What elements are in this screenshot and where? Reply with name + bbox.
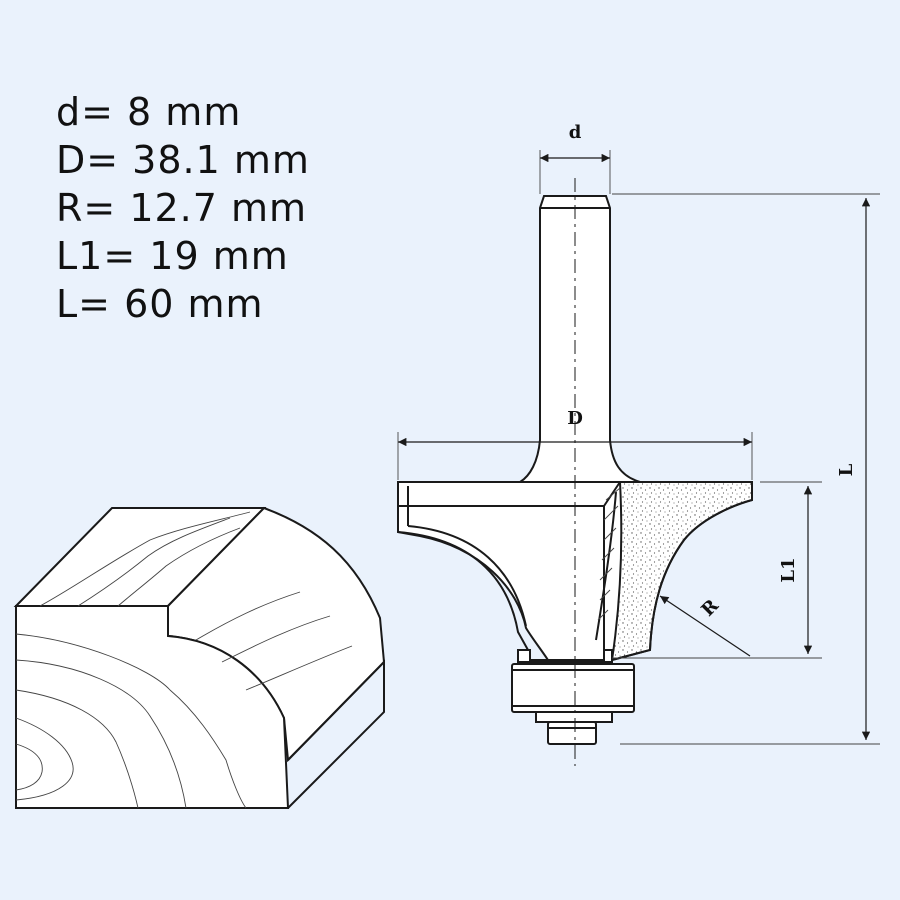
dim-label-L1: L1 (778, 557, 799, 582)
dimensions: d D L L1 R (397, 122, 880, 745)
router-bit (397, 195, 753, 745)
dim-label-R: R (697, 595, 723, 621)
spec-L: L= 60 mm (56, 282, 264, 326)
wood-block (13, 506, 386, 809)
spec-L1: L1= 19 mm (56, 234, 289, 278)
spec-D: D= 38.1 mm (56, 138, 310, 182)
dim-label-L: L (836, 463, 857, 476)
dim-label-D: D (567, 408, 583, 429)
spec-list: d= 8 mm D= 38.1 mm R= 12.7 mm L1= 19 mm … (56, 88, 310, 328)
dim-label-d: d (569, 122, 582, 143)
spec-d: d= 8 mm (56, 90, 242, 134)
spec-R: R= 12.7 mm (56, 186, 308, 230)
